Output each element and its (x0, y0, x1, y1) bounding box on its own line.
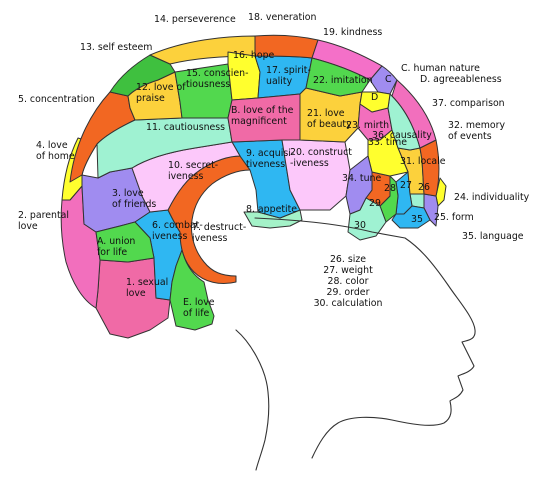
label-11: 11. cautiousness (146, 122, 225, 133)
region-34 (345, 155, 373, 215)
label-23: 23. mirth (346, 120, 389, 131)
label-19: 19. kindness (323, 27, 382, 38)
region-d (359, 91, 391, 113)
label-language: 35. language (462, 231, 524, 242)
label-37: 37. comparison (432, 98, 505, 109)
region-a (95, 221, 155, 263)
label-14: 14. perseverence (154, 14, 236, 25)
region-32 (419, 139, 440, 197)
label-9: 9. acquisi-tiveness (246, 148, 294, 170)
region-37 (391, 79, 437, 149)
label-26: 26 (418, 182, 430, 193)
label-agreeableness: D. agreeableness (420, 74, 502, 85)
label-d: D (371, 92, 378, 103)
label-human-nature: C. human nature (401, 63, 480, 74)
label-17: 17. spirit-uality (266, 65, 311, 87)
region-11 (96, 117, 233, 179)
label-31: 31. locale (400, 156, 446, 167)
head-profile-outline (254, 217, 476, 459)
label-16: 16. hope (233, 50, 275, 61)
region-35 (391, 205, 431, 229)
label-27: 27 (400, 180, 412, 191)
label-13: 13. self esteem (80, 42, 152, 53)
label-6: 6. combat-iveness (152, 220, 203, 242)
region-22 (305, 57, 371, 97)
label-24: 24. individuality (454, 192, 530, 203)
label-c: C (385, 74, 392, 85)
region-c (369, 65, 398, 95)
label-36: 36. causality (372, 130, 432, 141)
label-29: 29 (369, 198, 381, 209)
label-8: 8. appetite (246, 204, 297, 215)
label-7: 7. destruct-iveness (192, 222, 246, 244)
label-15: 15. conscien-tiousness (186, 68, 248, 90)
label-20: 20. construct-iveness (290, 147, 352, 169)
label-25: 25. form (434, 212, 474, 223)
label-18: 18. veneration (248, 12, 317, 23)
label-33: 33. time (368, 137, 407, 148)
label-34: 34. tune (342, 173, 381, 184)
neck-outline (235, 329, 270, 471)
label-28: 28 (384, 183, 396, 194)
label-5: 5. concentration (18, 94, 95, 105)
label-10: 10. secret-iveness (168, 160, 218, 182)
head-regions (60, 34, 447, 339)
region-e (169, 249, 215, 331)
region-b (227, 93, 301, 143)
label-22: 22. imitation (313, 75, 373, 86)
label-35: 35 (411, 214, 423, 225)
label-30: 30 (354, 220, 366, 231)
